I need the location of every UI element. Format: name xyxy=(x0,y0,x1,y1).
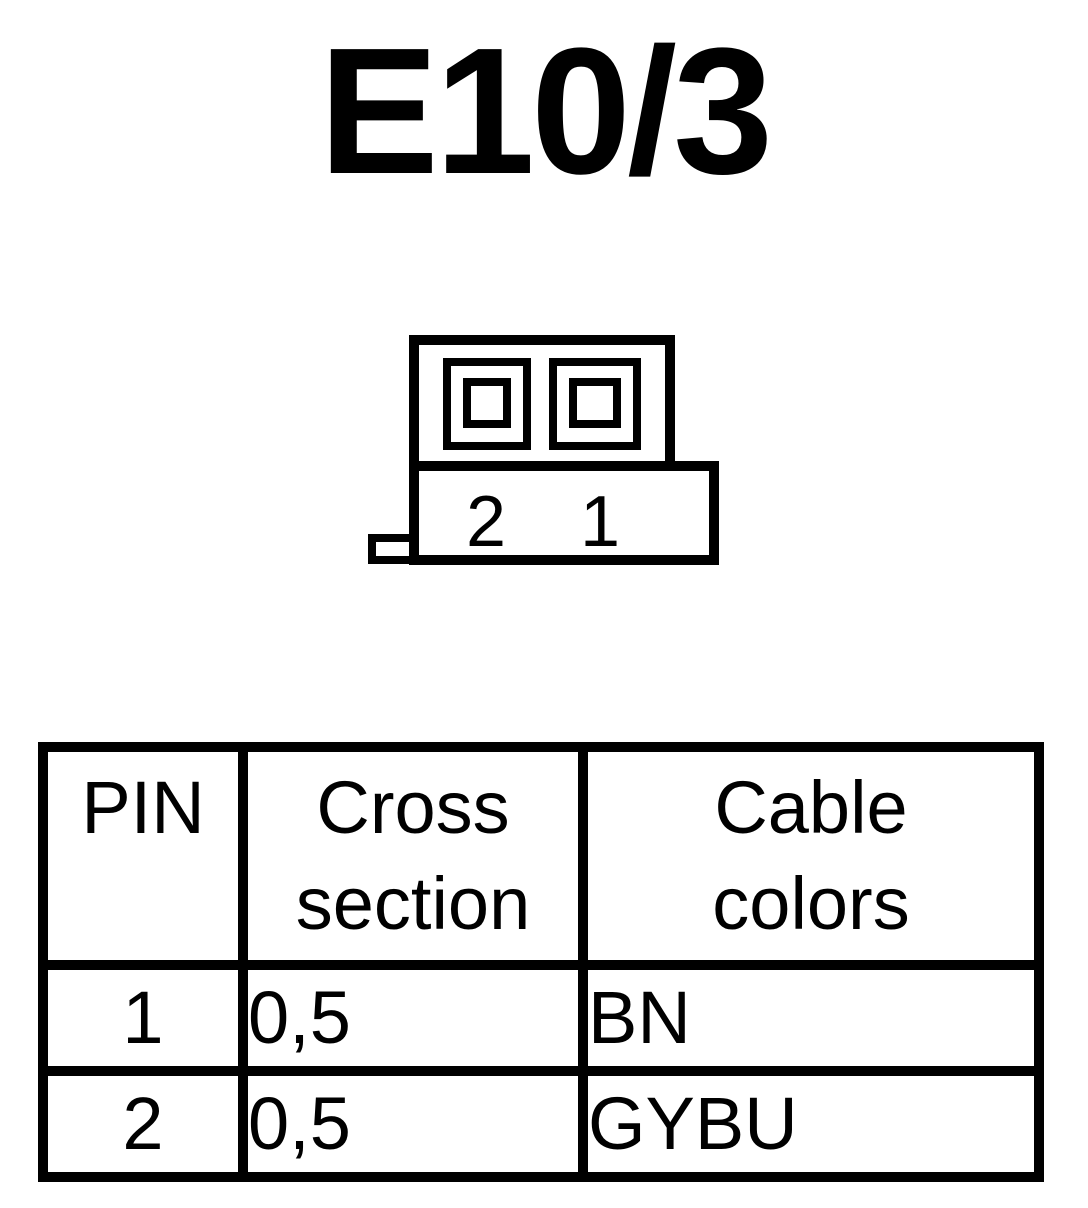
pin-1-socket-outer xyxy=(549,358,641,450)
cell-pin: 2 xyxy=(38,1066,248,1182)
header-pin: PIN xyxy=(38,742,248,970)
pin-1-socket-inner xyxy=(569,378,621,428)
connector-diagram: 2 1 xyxy=(368,335,719,565)
cell-pin: 1 xyxy=(38,960,248,1076)
table-row: 1 0,5 BN xyxy=(38,960,1044,1076)
table-header-row: PIN Cross section Cable colors xyxy=(38,742,1044,970)
pin-label-2: 2 xyxy=(466,482,506,562)
pin-label-1: 1 xyxy=(580,482,620,562)
connector-title: E10/3 xyxy=(318,11,773,212)
connector-body-bottom xyxy=(409,461,719,565)
cell-cable-color: GYBU xyxy=(578,1066,1044,1182)
header-cross-section: Cross section xyxy=(238,742,588,970)
connector-latch xyxy=(368,534,418,564)
pin-assignment-table: PIN Cross section Cable colors 1 0,5 BN … xyxy=(38,742,1044,1182)
pin-2-socket-outer xyxy=(443,358,531,450)
pin-2-socket-inner xyxy=(463,378,511,428)
cell-cable-color: BN xyxy=(578,960,1044,1076)
cell-cross-section: 0,5 xyxy=(238,1066,588,1182)
table-row: 2 0,5 GYBU xyxy=(38,1066,1044,1182)
header-cable-colors: Cable colors xyxy=(578,742,1044,970)
cell-cross-section: 0,5 xyxy=(238,960,588,1076)
